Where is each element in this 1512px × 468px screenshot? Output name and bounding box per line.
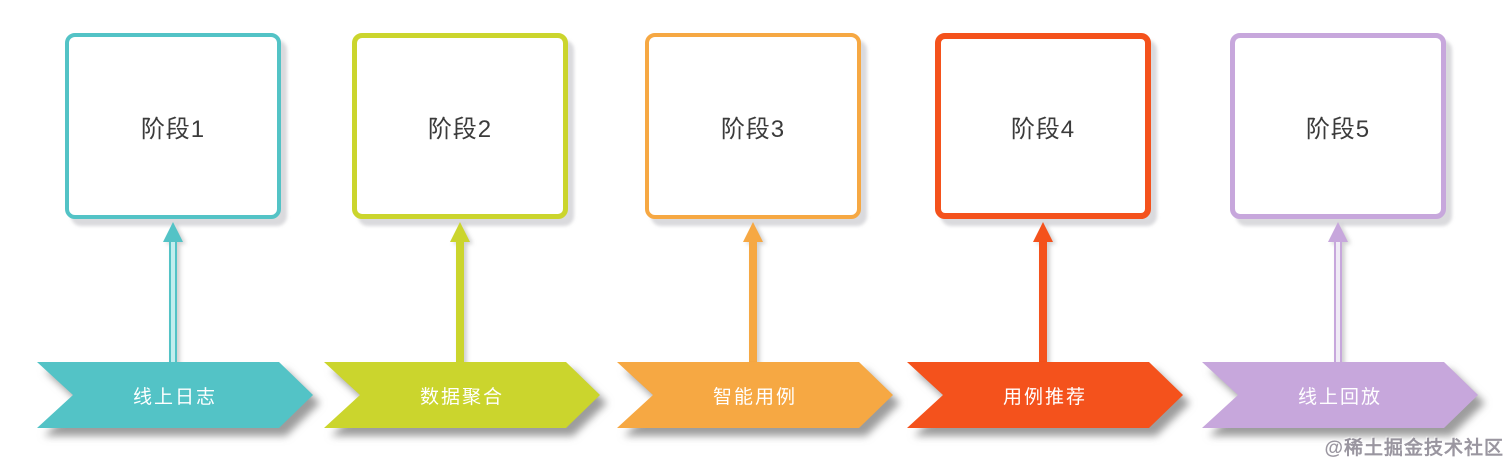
arrowhead-up-icon — [1328, 222, 1348, 242]
banner-wrap: 线上日志 — [37, 362, 313, 428]
stage: 阶段3 智能用例 — [613, 0, 893, 468]
arrowhead-up-icon — [743, 222, 763, 242]
up-arrow-connector — [1033, 222, 1053, 368]
stage-box-label: 阶段5 — [1305, 115, 1371, 143]
stage: 阶段5 线上回放 — [1198, 0, 1478, 468]
stage: 阶段2 数据聚合 — [320, 0, 600, 468]
arrowhead-up-icon — [163, 222, 183, 242]
banner-wrap: 线上回放 — [1202, 362, 1478, 428]
stage-banner-label: 线上日志 — [132, 386, 217, 408]
arrowhead-up-icon — [450, 222, 470, 242]
arrowhead-up-icon — [1033, 222, 1053, 242]
banner-wrap: 数据聚合 — [324, 362, 600, 428]
stage: 阶段1 线上日志 — [33, 0, 313, 468]
banner-wrap: 智能用例 — [617, 362, 893, 428]
stage-banner-label: 用例推荐 — [1002, 386, 1087, 408]
stage-box: 阶段5 — [1230, 33, 1446, 219]
stage-banner-label: 智能用例 — [712, 386, 797, 408]
stage-box: 阶段2 — [352, 33, 568, 219]
stage-box-label: 阶段1 — [140, 115, 206, 143]
stage-box-label: 阶段4 — [1010, 115, 1076, 143]
connector-line — [749, 242, 757, 368]
stage-box-label: 阶段3 — [720, 115, 786, 143]
watermark: @稀土掘金技术社区 — [1324, 438, 1504, 459]
stage-banner: 线上回放 — [1202, 362, 1478, 428]
up-arrow-connector — [1328, 222, 1348, 368]
stage-banner-label: 线上回放 — [1297, 386, 1382, 408]
stage: 阶段4 用例推荐 — [903, 0, 1183, 468]
up-arrow-connector — [450, 222, 470, 368]
stage-box: 阶段3 — [645, 33, 861, 219]
stage-box-label: 阶段2 — [427, 115, 493, 143]
banner-wrap: 用例推荐 — [907, 362, 1183, 428]
stage-banner: 数据聚合 — [324, 362, 600, 428]
stage-box: 阶段4 — [935, 33, 1151, 219]
stage-banner: 用例推荐 — [907, 362, 1183, 428]
connector-line — [1334, 242, 1342, 368]
connector-line — [456, 242, 464, 368]
up-arrow-connector — [743, 222, 763, 368]
stage-banner: 线上日志 — [37, 362, 313, 428]
stage-box: 阶段1 — [65, 33, 281, 219]
stage-banner-label: 数据聚合 — [419, 386, 504, 408]
connector-line — [1039, 242, 1047, 368]
connector-line — [169, 242, 177, 368]
up-arrow-connector — [163, 222, 183, 368]
stage-banner: 智能用例 — [617, 362, 893, 428]
